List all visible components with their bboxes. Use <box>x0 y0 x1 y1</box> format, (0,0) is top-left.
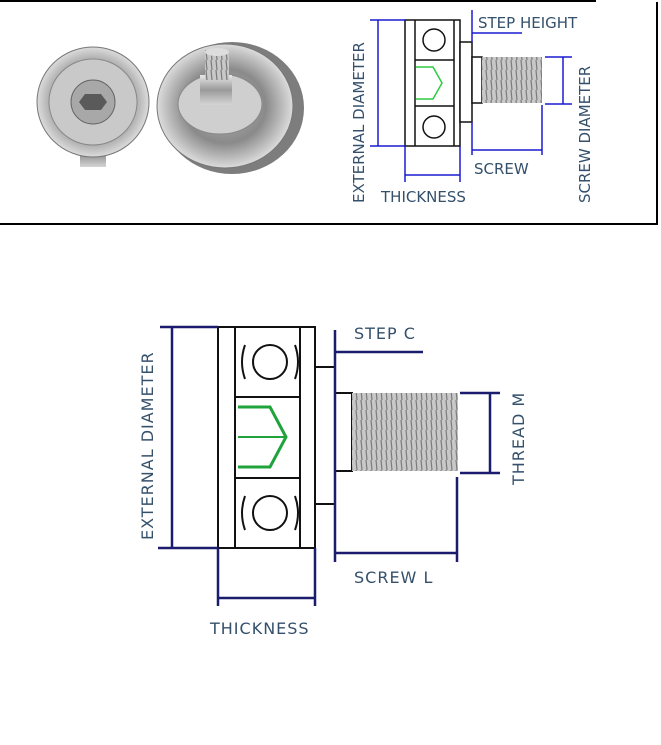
label-step-c: STEP C <box>354 324 416 343</box>
top-dimension-lines <box>370 10 572 182</box>
label-screw-diameter: SCREW DIAMETER <box>576 66 594 203</box>
label-step-height: STEP HEIGHT <box>478 14 578 32</box>
bearing-side-view <box>156 42 304 174</box>
label-external-diameter: EXTERNAL DIAMETER <box>350 42 368 203</box>
label-screw-l: SCREW L <box>354 568 433 587</box>
top-dimension-diagram: EXTERNAL DIAMETER STEP HEIGHT SCREW DIAM… <box>350 10 594 206</box>
label-thickness: THICKNESS <box>380 188 466 206</box>
top-panel-frame <box>0 0 658 225</box>
hex-socket-icon <box>416 66 443 100</box>
label-thickness: THICKNESS <box>209 619 310 638</box>
product-photo <box>36 42 304 174</box>
screw-thread <box>482 57 542 103</box>
bearing-front-view <box>36 46 150 167</box>
label-screw: SCREW <box>474 160 529 178</box>
label-thread-m: THREAD M <box>509 392 528 486</box>
bearing-section <box>404 19 483 147</box>
main-dimension-lines <box>158 325 500 606</box>
screw-thread <box>352 393 458 471</box>
label-external-diameter: EXTERNAL DIAMETER <box>138 351 157 540</box>
main-dimension-diagram: EXTERNAL DIAMETER STEP C THREAD M SCREW … <box>138 324 528 638</box>
